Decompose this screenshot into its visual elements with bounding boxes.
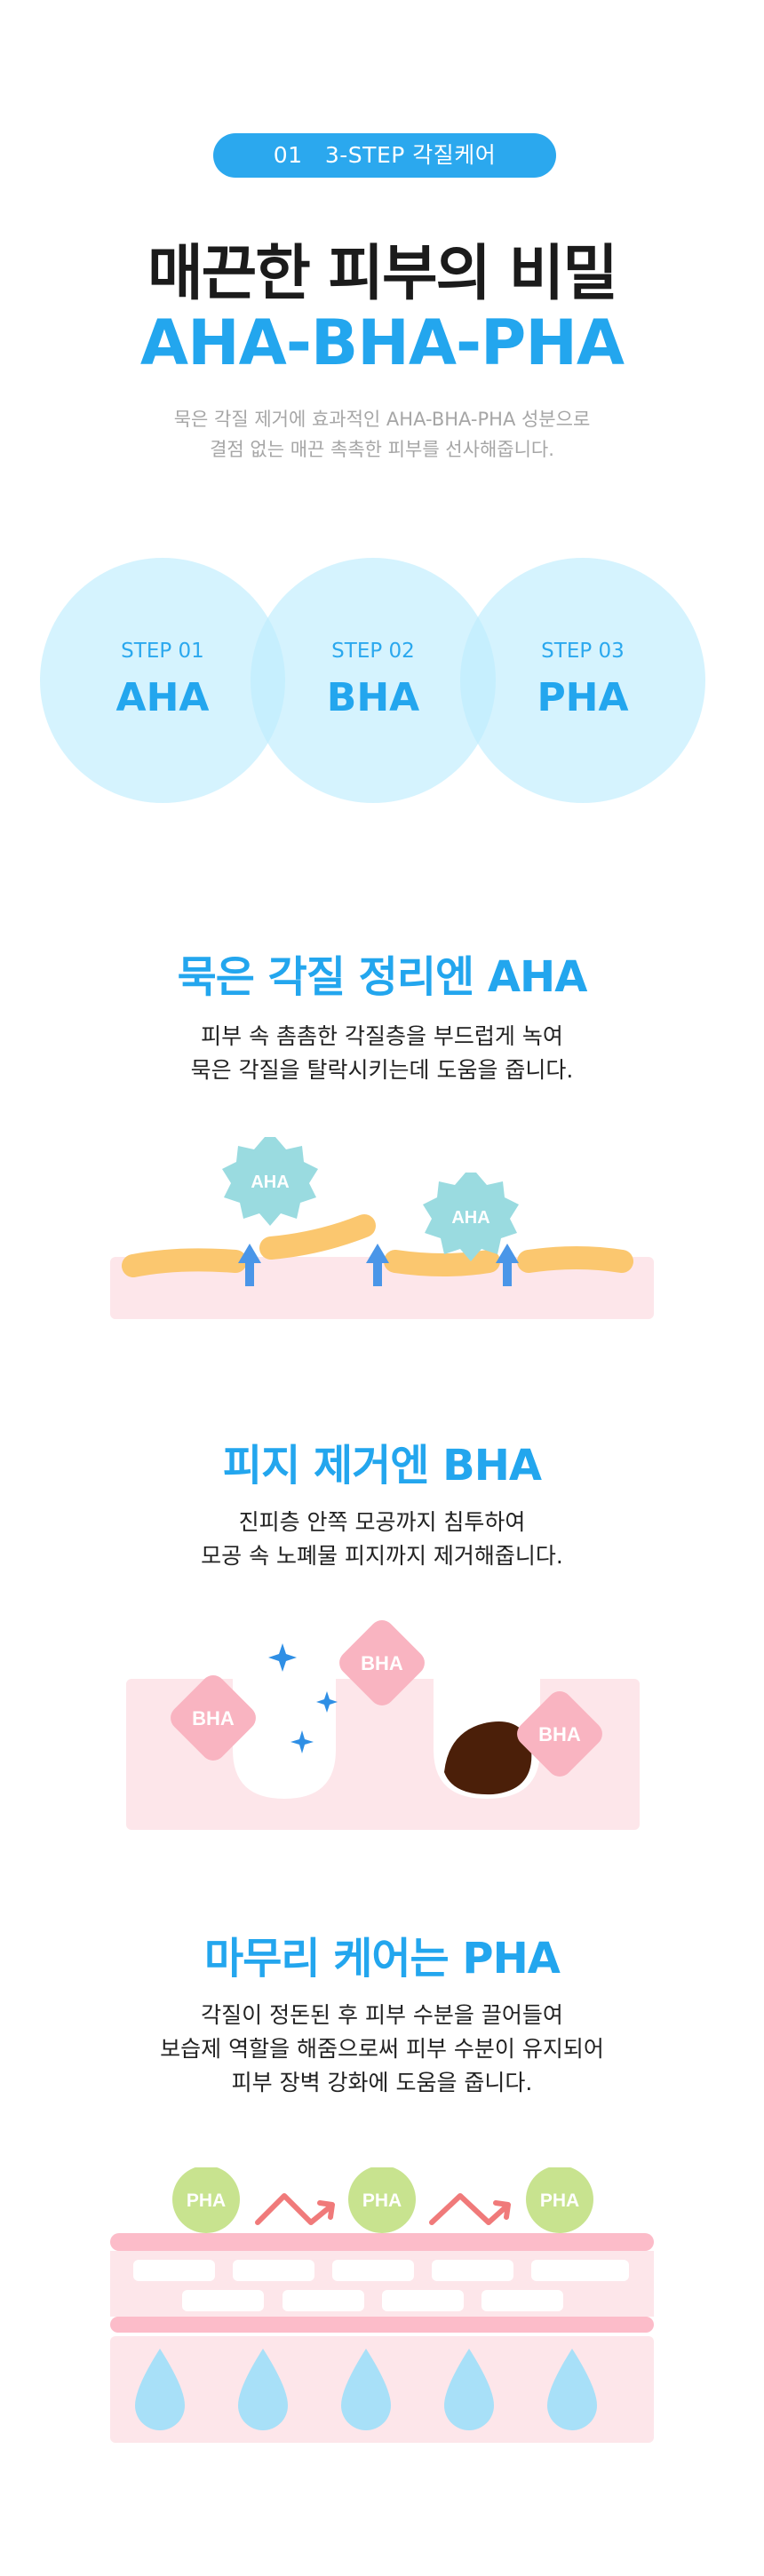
water-drop-icon [135, 2349, 597, 2430]
hero-subtitle: AHA-BHA-PHA [139, 306, 625, 379]
bha-section-title: 피지 제거엔 BHA [222, 1441, 542, 1491]
bha-desc-line-2: 모공 속 노폐물 피지까지 제거해줍니다. [201, 1543, 563, 1569]
pha-badge-text: PHA [540, 2190, 579, 2211]
bha-molecule-icon: BHA [517, 1691, 602, 1777]
pha-section-title: 마무리 케어는 PHA [204, 1934, 561, 1984]
pha-molecule-icon: PHA [526, 2167, 593, 2233]
pha-desc-line-3: 피부 장벽 강화에 도움을 줍니다. [231, 2070, 533, 2095]
dead-skin-flake [384, 1250, 500, 1276]
pha-molecule-icon: PHA [348, 2167, 416, 2233]
badge-number: 01 [273, 142, 303, 168]
dead-skin-flake [259, 1214, 376, 1260]
pha-molecule-icon: PHA [172, 2167, 240, 2233]
hero-description: 묵은 각질 제거에 효과적인 AHA-BHA-PHA 성분으로 결점 없는 매끈… [0, 404, 764, 465]
hero-desc-line-1: 묵은 각질 제거에 효과적인 AHA-BHA-PHA 성분으로 [173, 409, 591, 430]
trend-arrow-icon [255, 2193, 335, 2225]
step-circle-pha [460, 558, 705, 803]
sparkle-icon [268, 1643, 338, 1753]
hero-desc-line-2: 결점 없는 매끈 촉촉한 피부를 선사해줍니다. [210, 439, 554, 460]
step-03-label: STEP 03 [541, 640, 625, 663]
bha-molecule-icon: BHA [339, 1620, 425, 1705]
step-02-label: STEP 02 [331, 640, 415, 663]
aha-illustration: AHA AHA [110, 1137, 654, 1319]
trend-arrow-icon [429, 2193, 511, 2225]
bha-badge-text: BHA [192, 1707, 235, 1729]
step-circle-aha [40, 558, 285, 803]
pha-illustration: PHA PHA PHA [110, 2167, 654, 2443]
up-arrow-icon [238, 1244, 261, 1286]
pha-desc-line-2: 보습제 역할을 해줌으로써 피부 수분이 유지되어 [160, 2036, 604, 2062]
step-03-name: PHA [537, 675, 629, 720]
up-arrow-icon [366, 1244, 389, 1286]
aha-desc-line-2: 묵은 각질을 탈락시키는데 도움을 줍니다. [190, 1057, 574, 1083]
step-01-label: STEP 01 [121, 640, 204, 663]
bha-desc-line-1: 진피층 안쪽 모공까지 침투하여 [238, 1509, 526, 1535]
dead-skin-flake [122, 1248, 247, 1277]
aha-badge-text: AHA [451, 1208, 489, 1228]
pha-badge-text: PHA [187, 2190, 226, 2211]
skin-top-layer [110, 2233, 654, 2251]
aha-section-description: 피부 속 촘촘한 각질층을 부드럽게 녹여 묵은 각질을 탈락시키는데 도움을 … [0, 1020, 764, 1087]
pha-badge-text: PHA [362, 2190, 402, 2211]
up-arrow-icon [496, 1244, 519, 1286]
pha-section-description: 각질이 정돈된 후 피부 수분을 끌어들여 보습제 역할을 해줌으로써 피부 수… [0, 1999, 764, 2100]
dead-skin-flake [517, 1246, 633, 1273]
aha-molecule-icon: AHA [423, 1173, 519, 1261]
bha-molecule-icon: BHA [171, 1675, 256, 1761]
step-badge: 01 3-STEP 각질케어 [213, 133, 556, 178]
bha-illustration: BHA BHA BHA [126, 1620, 640, 1830]
bha-badge-text: BHA [361, 1652, 403, 1674]
bha-badge-text: BHA [538, 1723, 581, 1745]
barrier-brick [133, 2260, 629, 2311]
aha-desc-line-1: 피부 속 촘촘한 각질층을 부드럽게 녹여 [201, 1023, 563, 1049]
clean-pore [233, 1679, 336, 1799]
step-circle-bha [251, 558, 496, 803]
badge-label: 3-STEP 각질케어 [324, 142, 497, 168]
step-02-name: BHA [326, 675, 420, 720]
step-01-name: AHA [115, 675, 210, 720]
skin-mid-layer [110, 2317, 654, 2333]
sebum [444, 1721, 532, 1795]
pha-desc-line-1: 각질이 정돈된 후 피부 수분을 끌어들여 [201, 2002, 563, 2028]
aha-molecule-icon: AHA [222, 1137, 318, 1226]
hero-title: 매끈한 피부의 비밀 [147, 239, 618, 309]
aha-section-title: 묵은 각질 정리엔 AHA [177, 952, 588, 1002]
aha-badge-text: AHA [251, 1173, 289, 1192]
bha-section-description: 진피층 안쪽 모공까지 침투하여 모공 속 노폐물 피지까지 제거해줍니다. [0, 1506, 764, 1573]
